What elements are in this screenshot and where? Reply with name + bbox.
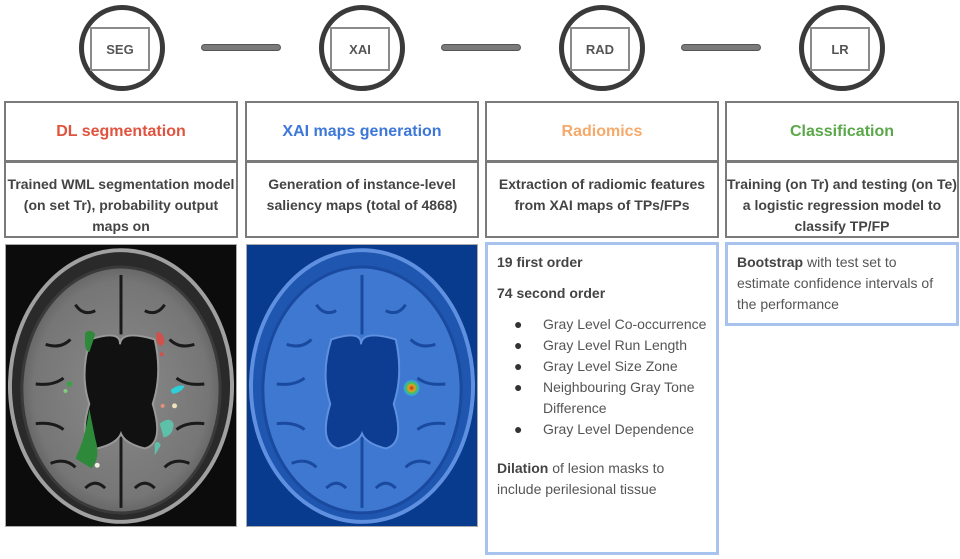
feature-label: Gray Level Dependence — [543, 421, 694, 437]
bootstrap-text: with test set to estimate confidence int… — [737, 254, 934, 312]
feature-label: Gray Level Co-occurrence — [543, 316, 707, 332]
dilation-note: Dilation of lesion masks to include peri… — [497, 458, 707, 500]
classification-details-box: Bootstrap with test set to estimate conf… — [725, 242, 959, 326]
bullet-icon: ● — [514, 337, 523, 353]
bullet-icon: ● — [514, 358, 523, 374]
column-classification: Classification Training (on Tr) and test… — [725, 101, 959, 238]
column-title-box: DL segmentation — [4, 101, 238, 163]
bullet-icon: ● — [514, 421, 523, 437]
sulci — [35, 274, 205, 508]
lesion-overlays — [63, 330, 185, 469]
brain-mri-segmentation-image — [5, 244, 237, 527]
column-title: XAI maps generation — [282, 122, 442, 140]
pipeline-node-lr: LR — [799, 5, 885, 91]
feature-list: ● Gray Level Co-occurrence ● Gray Level Ru… — [497, 314, 707, 440]
radiomics-details-box: 19 first order 74 second order ● Gray Lev… — [485, 242, 719, 555]
first-order-count: 19 first order — [497, 254, 583, 270]
bootstrap-bold: Bootstrap — [737, 254, 804, 270]
column-description: Extraction of radiomic features from XAI… — [485, 163, 719, 238]
feature-label: Gray Level Size Zone — [543, 358, 678, 374]
node-label-lr: LR — [810, 27, 870, 71]
feature-label: Neighbouring Gray Tone Difference — [543, 379, 695, 416]
brain-mri-graphic — [7, 248, 235, 524]
column-dl-segmentation: DL segmentation Trained WML segmentation… — [4, 101, 238, 238]
list-item: ● Gray Level Size Zone — [497, 356, 707, 377]
brain-saliency-map-image — [246, 244, 478, 527]
column-description: Generation of instance-level saliency ma… — [245, 163, 479, 238]
pipeline-connector — [201, 44, 281, 51]
bullet-icon: ● — [514, 379, 523, 395]
list-item: ● Gray Level Dependence — [497, 419, 707, 440]
sulci — [276, 274, 446, 508]
list-item: ● Gray Level Co-occurrence — [497, 314, 707, 335]
node-label-rad: RAD — [570, 27, 630, 71]
column-title-box: XAI maps generation — [245, 101, 479, 163]
column-description: Training (on Tr) and testing (on Te) a l… — [725, 163, 959, 238]
column-xai-maps: XAI maps generation Generation of instan… — [245, 101, 479, 238]
column-title-box: Radiomics — [485, 101, 719, 163]
column-description: Trained WML segmentation model (on set T… — [4, 163, 238, 238]
list-item: ● Gray Level Run Length — [497, 335, 707, 356]
node-label-xai: XAI — [330, 27, 390, 71]
column-radiomics: Radiomics Extraction of radiomic feature… — [485, 101, 719, 238]
pipeline-connector — [681, 44, 761, 51]
column-title-box: Classification — [725, 101, 959, 163]
pipeline-node-xai: XAI — [319, 5, 405, 91]
column-title: Radiomics — [561, 122, 643, 140]
saliency-map-graphic — [248, 248, 476, 524]
feature-label: Gray Level Run Length — [543, 337, 687, 353]
dilation-text: of lesion masks to include perilesional … — [497, 460, 665, 497]
pipeline-node-seg: SEG — [79, 5, 165, 91]
node-label-seg: SEG — [90, 27, 150, 71]
list-item: ● Neighbouring Gray Tone Difference — [497, 377, 707, 419]
dilation-bold: Dilation — [497, 460, 549, 476]
saliency-hotspot — [402, 379, 421, 397]
bullet-icon: ● — [514, 316, 523, 332]
ventricles — [83, 334, 160, 450]
pipeline-connector — [441, 44, 521, 51]
second-order-count: 74 second order — [497, 285, 606, 301]
ventricles — [324, 334, 401, 450]
column-title: DL segmentation — [56, 122, 186, 140]
column-title: Classification — [789, 122, 895, 140]
pipeline-node-rad: RAD — [559, 5, 645, 91]
